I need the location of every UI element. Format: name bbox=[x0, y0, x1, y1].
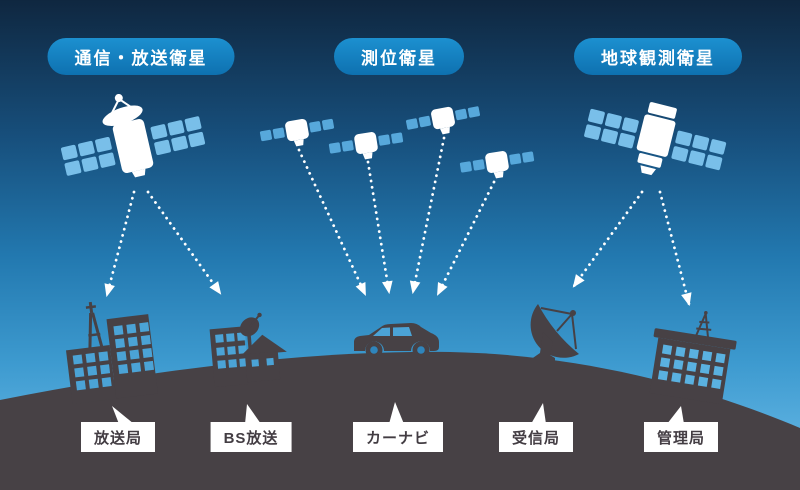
label-car-navigation: カーナビ bbox=[352, 422, 444, 452]
management-station-silhouette bbox=[649, 310, 737, 405]
earth-observation-satellite-icon bbox=[584, 102, 727, 176]
dish-feed-tip bbox=[257, 312, 262, 318]
positioning-satellite-4 bbox=[459, 151, 535, 179]
broadcast-station-silhouette bbox=[65, 301, 158, 404]
arrow-gps2-to-car bbox=[366, 160, 393, 295]
dish-antenna-icon bbox=[102, 105, 143, 126]
side-window bbox=[393, 327, 412, 336]
front-hub bbox=[370, 346, 378, 354]
arrow-comm-to-broadcast-station bbox=[104, 190, 136, 298]
receiving-station-silhouette bbox=[527, 304, 579, 374]
dish-struts bbox=[540, 307, 577, 350]
roof-slab bbox=[653, 328, 737, 350]
solar-panels bbox=[584, 108, 727, 171]
house-window bbox=[251, 359, 260, 367]
antenna-tip bbox=[704, 310, 708, 315]
antenna-ball bbox=[114, 93, 123, 102]
arrow-gps1-to-car bbox=[297, 148, 367, 296]
satellite-body bbox=[112, 119, 154, 173]
satellite-nozzle bbox=[131, 168, 146, 178]
badge-communication-broadcast-satellite: 通信・放送衛星 bbox=[47, 38, 235, 75]
car-silhouette bbox=[354, 323, 439, 359]
dish-pedestal bbox=[527, 332, 555, 374]
windshield bbox=[373, 327, 390, 336]
badge-positioning-satellite: 測位衛星 bbox=[334, 38, 464, 75]
building-windows bbox=[215, 332, 248, 369]
arrow-gps3-to-car bbox=[409, 136, 446, 295]
badge-earth-observation-satellite: 地球観測衛星 bbox=[574, 38, 742, 75]
positioning-satellites bbox=[259, 106, 535, 179]
communication-satellite-icon bbox=[60, 93, 206, 178]
dish-feed bbox=[248, 315, 260, 328]
building-windows bbox=[72, 322, 155, 391]
positioning-satellite-2 bbox=[328, 132, 404, 160]
satellite-lower-module bbox=[637, 153, 663, 168]
label-broadcast-station: 放送局 bbox=[80, 422, 156, 452]
arrow-obs-to-receiving-station bbox=[572, 190, 644, 288]
satellite-nozzle bbox=[640, 165, 656, 176]
label-bs-broadcast: BS放送 bbox=[210, 422, 292, 452]
building-windows bbox=[657, 344, 726, 389]
satellite-body bbox=[636, 114, 676, 157]
arrow-obs-to-management-station bbox=[658, 190, 692, 307]
label-receiving-station: 受信局 bbox=[498, 422, 574, 452]
arrow-gps4-to-car bbox=[436, 180, 496, 296]
rooftop-antenna-icon bbox=[695, 313, 712, 338]
dish-feed-tip bbox=[570, 310, 576, 316]
satellite-top-module bbox=[647, 102, 677, 119]
positioning-satellite-3 bbox=[405, 106, 481, 135]
house-window bbox=[266, 357, 274, 366]
house-body bbox=[244, 351, 281, 383]
positioning-satellite-1 bbox=[259, 118, 335, 147]
label-management-station: 管理局 bbox=[643, 422, 719, 452]
rear-hub bbox=[417, 346, 425, 354]
house-roof bbox=[241, 334, 287, 356]
label-pointers bbox=[112, 402, 684, 424]
signal-arrows bbox=[104, 136, 692, 307]
solar-panels bbox=[60, 116, 206, 176]
bs-broadcast-silhouette bbox=[209, 312, 287, 388]
arrow-comm-to-bs-broadcast bbox=[146, 190, 222, 295]
